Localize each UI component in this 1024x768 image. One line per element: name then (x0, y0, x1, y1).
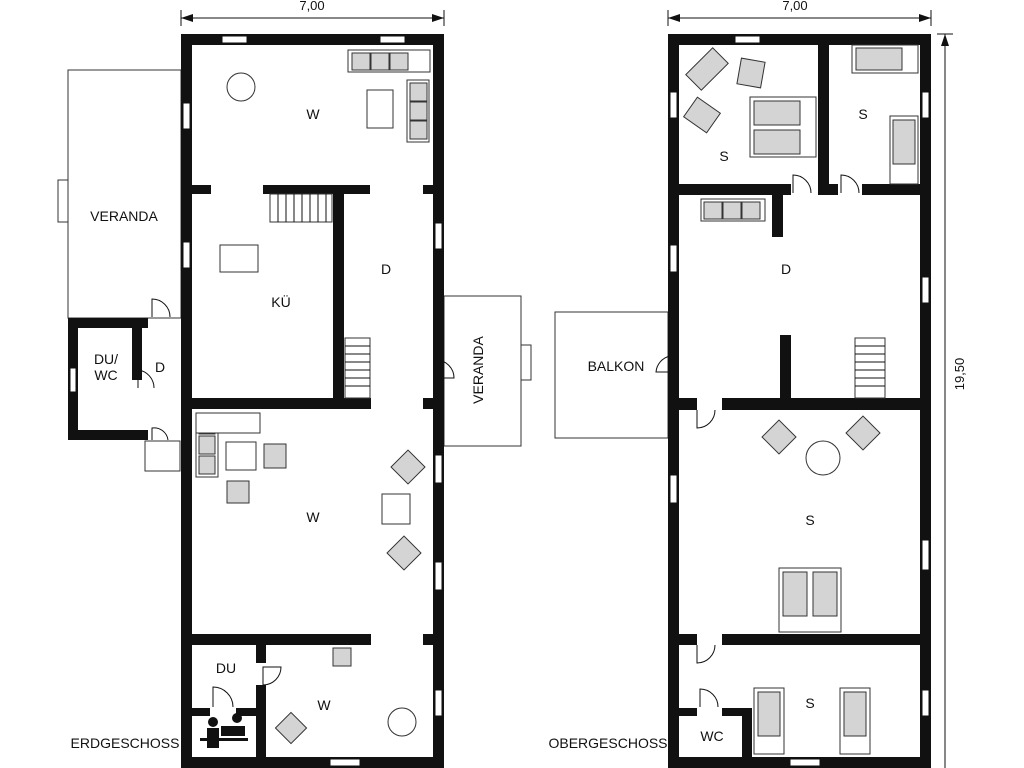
dimension-width-upper (667, 10, 932, 26)
dining-table-icon (219, 244, 259, 273)
coffee-table-icon (366, 89, 394, 129)
veranda-left-steps (57, 179, 69, 223)
ground-floor-outline (57, 34, 532, 768)
dimension-height (937, 33, 953, 768)
room-label-w-top: W (306, 106, 320, 122)
table-icon (226, 72, 256, 102)
du-wc-line1: DU/ (93, 351, 119, 367)
room-label-wc: WC (700, 728, 724, 744)
sauna-icon (200, 713, 248, 748)
room-label-w-bottom: W (317, 697, 331, 713)
room-label-hall-upper: D (780, 261, 792, 277)
dimension-width-ground (180, 10, 445, 26)
room-label-kitchen: KÜ (271, 294, 291, 310)
room-label-veranda-right: VERANDA (470, 336, 486, 404)
upper-floor-title: OBERGESCHOSS (548, 735, 668, 751)
staircase-icon (269, 193, 333, 223)
height-dimension: 19,50 (952, 357, 967, 391)
width-dimension-ground: 7,00 (299, 0, 325, 13)
room-label-hall-center: D (380, 261, 392, 277)
room-label-s-bottom: S (805, 695, 815, 711)
du-wc-line2: WC (94, 367, 118, 383)
room-label-du: DU (215, 660, 237, 676)
ground-floor-title: ERDGESCHOSS (70, 735, 180, 751)
veranda-left-deck (67, 69, 182, 319)
room-label-hall-small: D (154, 359, 166, 375)
room-label-du-wc: DU/WC (94, 351, 118, 383)
door-icons (137, 174, 860, 708)
room-label-w-middle: W (306, 509, 320, 525)
room-label-veranda-left: VERANDA (90, 208, 158, 224)
balcony-deck (554, 311, 669, 439)
room-label-s-top-right: S (858, 106, 868, 122)
room-label-s-middle: S (805, 512, 815, 528)
upper-floor-outline (554, 34, 931, 768)
entrance-steps (144, 440, 181, 472)
width-dimension-upper: 7,00 (782, 0, 808, 13)
veranda-right-deck (443, 295, 522, 447)
room-label-balkon: BALKON (587, 358, 645, 374)
room-label-s-top-left: S (719, 148, 729, 164)
veranda-right-steps (520, 344, 532, 381)
